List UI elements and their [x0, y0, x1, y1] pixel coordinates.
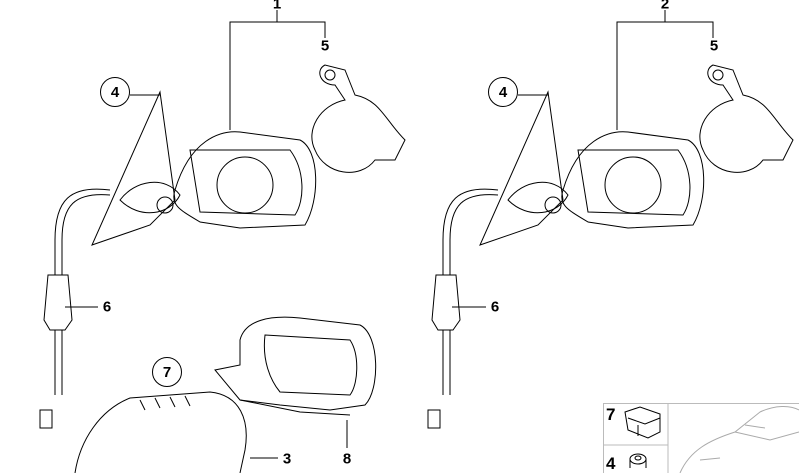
car-outline-icon	[680, 406, 799, 473]
callout-7: 7	[152, 357, 182, 387]
left-bracket	[312, 65, 405, 172]
right-mirror-glass	[480, 92, 563, 245]
callout-4-right: 4	[488, 77, 518, 107]
callout-3: 3	[283, 452, 291, 467]
callout-5-right: 5	[710, 39, 718, 54]
leader-lines	[65, 10, 713, 458]
right-mirror-assembly	[428, 65, 793, 428]
callout-5-left: 5	[321, 39, 329, 54]
callout-6-left: 6	[103, 300, 111, 315]
mirror-cover-cap	[75, 392, 246, 473]
callout-4-left: 4	[100, 77, 130, 107]
legend-number-4: 4	[606, 454, 615, 474]
callout-2: 2	[661, 0, 669, 12]
left-cable	[55, 189, 110, 275]
grommet-icon	[630, 454, 646, 468]
mirror-housing-frame	[215, 317, 376, 410]
callout-8: 8	[343, 452, 351, 467]
left-mirror-glass	[92, 92, 175, 245]
legend-number-7: 7	[606, 405, 615, 425]
callout-1: 1	[273, 0, 281, 12]
right-cable	[443, 189, 498, 275]
right-bracket	[700, 65, 793, 172]
left-mirror-assembly	[40, 65, 405, 428]
callout-6-right: 6	[491, 300, 499, 315]
clip-icon	[625, 407, 660, 438]
